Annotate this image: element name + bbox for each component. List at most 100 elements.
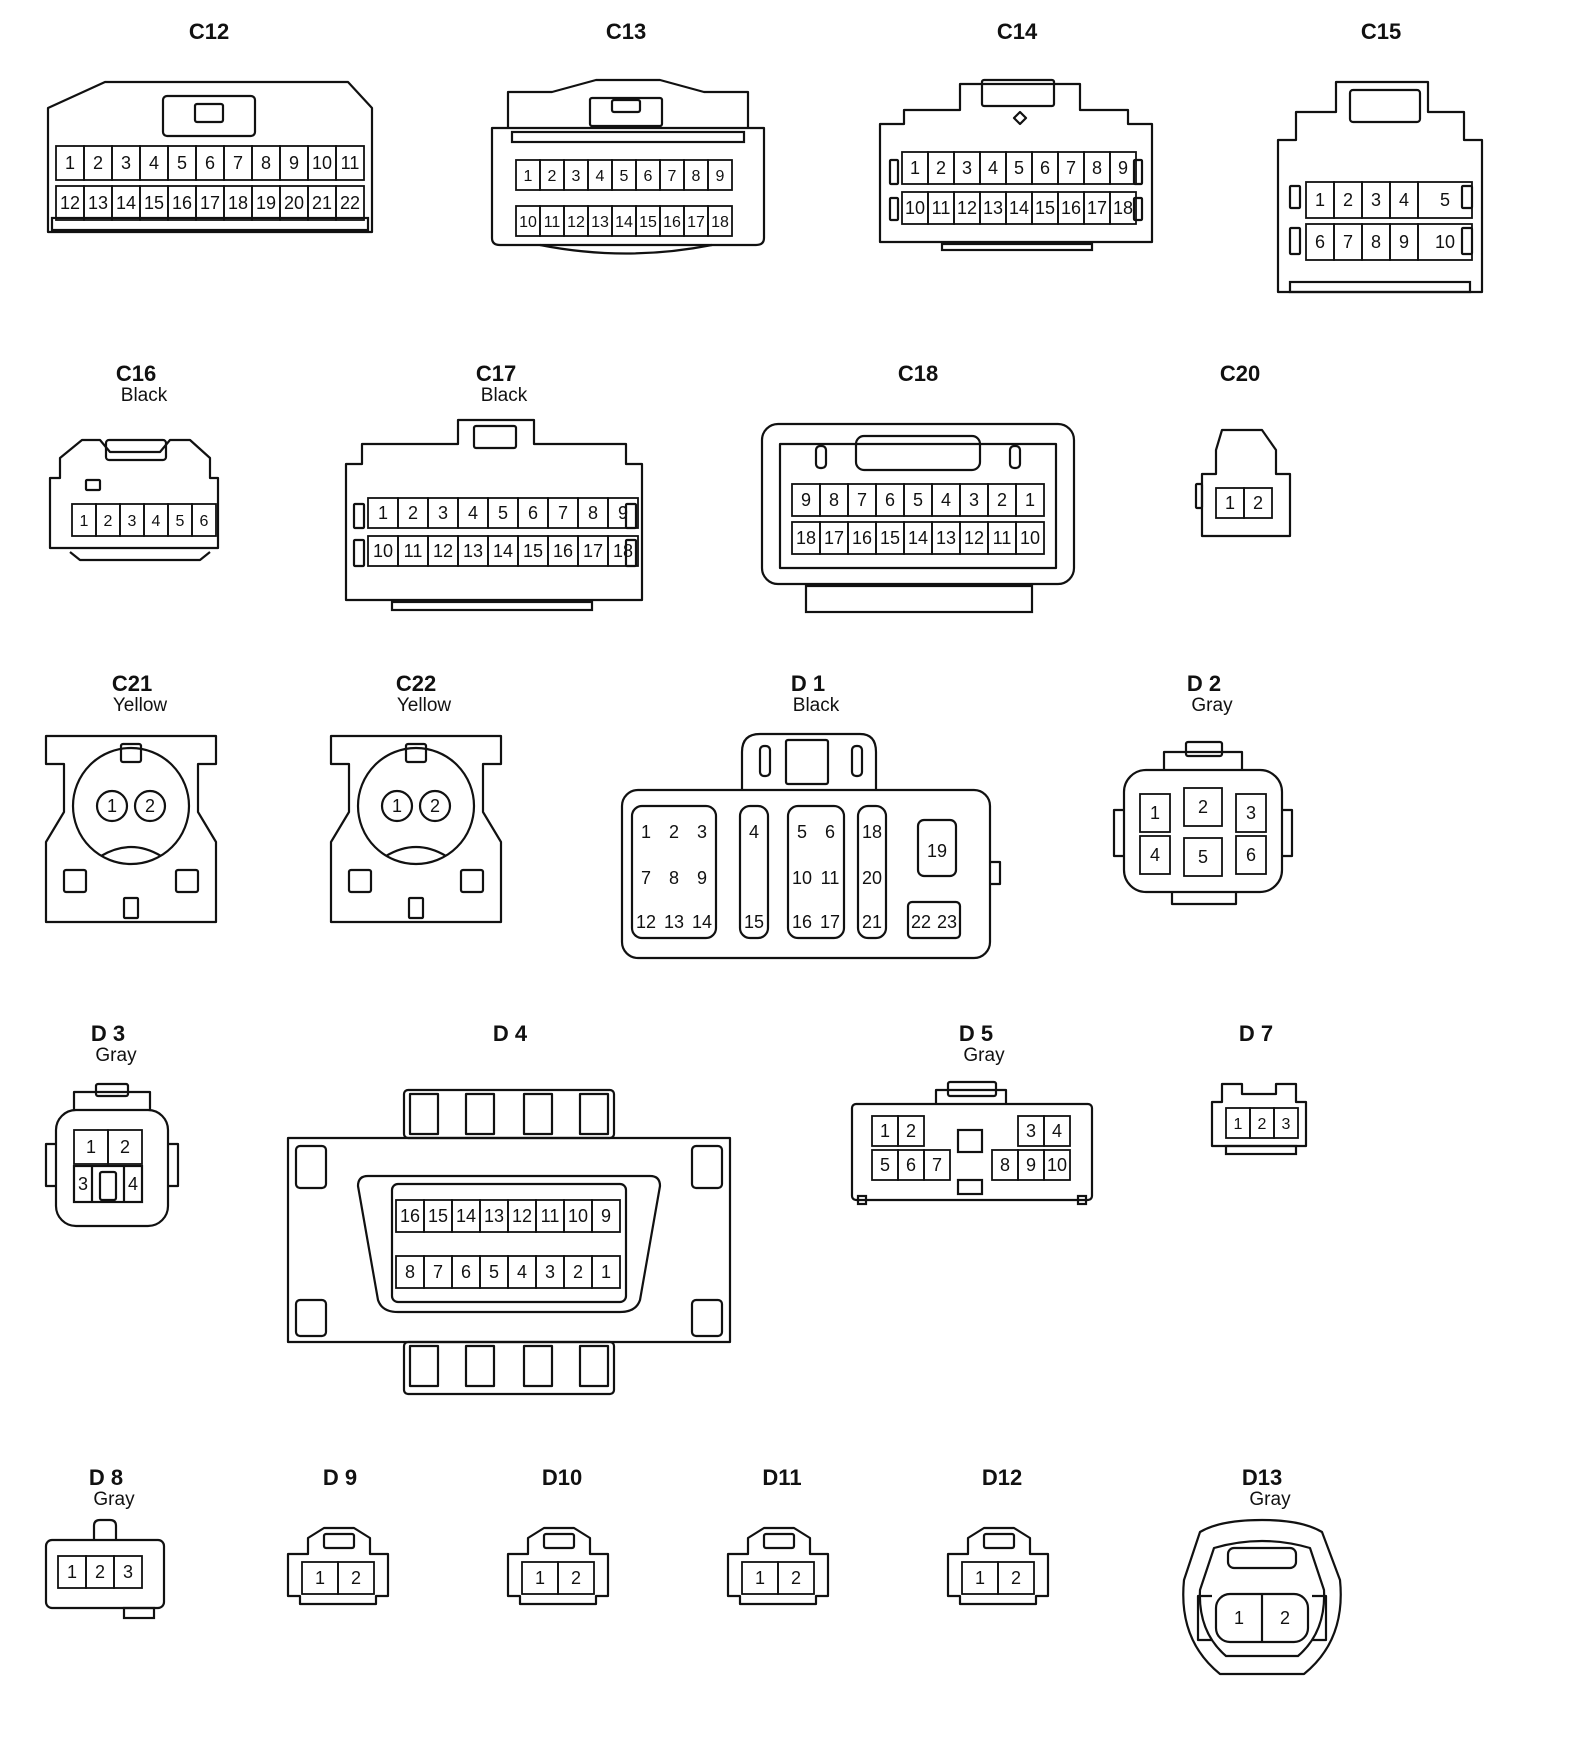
pin-number: 5 <box>620 168 629 185</box>
housing-outline <box>946 1526 1050 1606</box>
pin-cavity <box>923 1149 951 1181</box>
pin-number: 6 <box>885 490 895 510</box>
pin-number: 3 <box>1282 1116 1291 1133</box>
housing-outline <box>539 243 713 255</box>
pin-number: 16 <box>553 541 573 561</box>
pin-number: 5 <box>1014 158 1024 178</box>
housing-outline <box>1076 1194 1088 1206</box>
housing-outline <box>390 1182 628 1304</box>
housing-outline <box>850 1102 1094 1202</box>
pin-number: 14 <box>116 193 136 213</box>
housing-outline <box>940 242 1094 252</box>
pin-cavity <box>1243 487 1273 519</box>
pin-number: 22 <box>340 193 360 213</box>
pin-number: 1 <box>1234 1608 1244 1628</box>
pin-number: 18 <box>228 193 248 213</box>
pin-number: 10 <box>568 1206 588 1226</box>
pin-number: 18 <box>613 541 633 561</box>
housing-outline <box>814 444 828 470</box>
housing-outline <box>980 78 1056 108</box>
pin-number: 13 <box>664 912 684 932</box>
pin-cavity <box>337 1561 375 1595</box>
housing-outline <box>50 216 370 232</box>
pin-number: 3 <box>123 1562 133 1582</box>
pin-number: 12 <box>567 214 585 231</box>
pin-number: 7 <box>1066 158 1076 178</box>
housing-outline <box>44 1538 166 1610</box>
pin-number: 9 <box>601 1206 611 1226</box>
pin-number: 13 <box>484 1206 504 1226</box>
pin-number: 8 <box>692 168 701 185</box>
pin-number: 6 <box>906 1155 916 1175</box>
pin-number: 20 <box>862 868 882 888</box>
pin-number: 7 <box>433 1262 443 1282</box>
housing-outline <box>1132 196 1144 222</box>
housing-outline <box>506 1526 610 1606</box>
pin-number: 3 <box>78 1174 88 1194</box>
housing-outline <box>690 1298 724 1338</box>
pin-cavity <box>1183 837 1223 877</box>
housing-outline <box>48 438 220 550</box>
pin-number: 16 <box>852 528 872 548</box>
connector-color: Black <box>120 385 168 406</box>
pin-number: 3 <box>128 513 137 530</box>
pin-number: 11 <box>404 541 423 561</box>
pin-number: 3 <box>1246 803 1256 823</box>
pin-cavity <box>897 1115 925 1147</box>
pin-number: 1 <box>910 158 920 178</box>
housing-outline <box>472 424 518 450</box>
connector-label: D 8 <box>88 1465 124 1490</box>
pin-number: 3 <box>121 153 131 173</box>
pin-number: 2 <box>936 158 946 178</box>
pin-number: 9 <box>289 153 299 173</box>
pin-number: 3 <box>697 822 707 842</box>
housing-outline <box>84 478 102 492</box>
housing-outline <box>784 738 830 786</box>
housing-outline <box>408 1344 440 1388</box>
pin-number: 1 <box>601 1262 611 1282</box>
housing-outline <box>726 1526 830 1606</box>
pin-cavity <box>1139 793 1171 833</box>
pin-number: 18 <box>862 822 882 842</box>
pin-number: 14 <box>1009 198 1029 218</box>
housing-outline <box>762 1532 796 1550</box>
pin-number: 18 <box>1113 198 1133 218</box>
housing-outline <box>1282 808 1294 858</box>
pin-number: 16 <box>663 214 681 231</box>
housing-outline <box>1162 750 1244 770</box>
pin-number: 7 <box>932 1155 942 1175</box>
pin-cavity <box>1417 223 1473 261</box>
pin-number: 15 <box>1035 198 1055 218</box>
connector-color: Gray <box>963 1045 1005 1066</box>
pin-number: 8 <box>829 490 839 510</box>
housing-outline <box>286 1526 390 1606</box>
housing-outline <box>1226 1546 1298 1570</box>
housing-outline <box>385 846 447 857</box>
pin-circle <box>95 789 129 823</box>
housing-outline <box>1008 444 1022 470</box>
pin-number: 4 <box>749 822 759 842</box>
pin-number: 2 <box>906 1121 916 1141</box>
pin-number: 13 <box>936 528 956 548</box>
housing-outline <box>44 734 218 924</box>
pin-number: 5 <box>797 822 807 842</box>
pin-number: 4 <box>1052 1121 1062 1141</box>
pin-number: 12 <box>636 912 656 932</box>
housing-outline <box>352 538 366 568</box>
housing-outline <box>98 1170 118 1202</box>
housing-outline <box>856 1194 868 1206</box>
pin-number: 18 <box>711 214 729 231</box>
pin-number: 6 <box>1246 845 1256 865</box>
housing-outline <box>193 102 225 124</box>
pin-number: 2 <box>997 490 1007 510</box>
